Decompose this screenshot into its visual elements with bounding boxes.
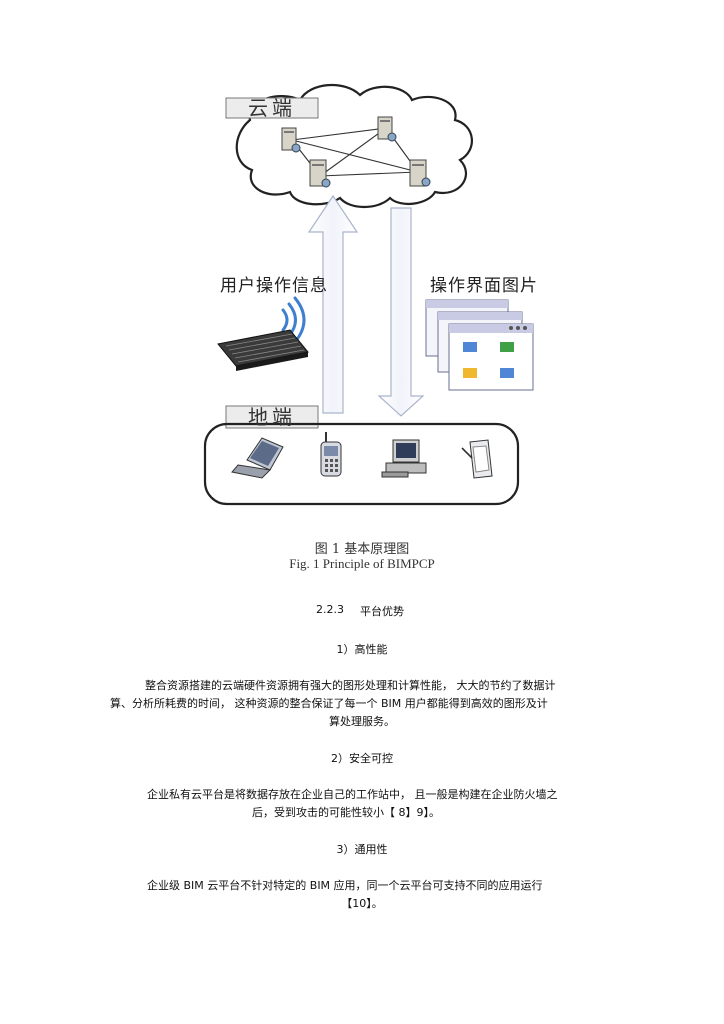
user-operation-info-label: 用户操作信息 bbox=[220, 276, 328, 296]
diagram-graphics bbox=[203, 83, 534, 506]
item-title: 1）高性能 bbox=[336, 643, 388, 656]
tablet-icon bbox=[461, 439, 493, 479]
item-title: 3）通用性 bbox=[336, 843, 388, 856]
section-title: 平台优势 bbox=[360, 605, 404, 618]
desktop-computer-icon bbox=[381, 439, 427, 478]
server-icon bbox=[309, 159, 331, 188]
ground-container bbox=[203, 422, 520, 506]
cloud-label-box bbox=[225, 97, 319, 119]
figure-principle-diagram: 云端 地端 用户操作信息 操作界面图片 图 1 基本原理图 Fig. 1 Pri… bbox=[203, 83, 538, 571]
up-arrow bbox=[307, 194, 359, 414]
application-windows-icon bbox=[425, 299, 534, 391]
paragraph-line: 后，受到攻击的可能性较小【 8】9】。 bbox=[252, 806, 440, 819]
server-icon bbox=[409, 159, 431, 187]
item-title: 2）安全可控 bbox=[331, 752, 393, 765]
down-arrow bbox=[377, 207, 425, 417]
laptop-icon bbox=[231, 437, 284, 479]
keyboard-icon bbox=[217, 329, 309, 371]
server-icon bbox=[377, 116, 397, 142]
paragraph-line: 企业私有云平台是将数据存放在企业自己的工作站中， 且一般是构建在企业防火墙之 bbox=[147, 788, 558, 801]
paragraph-line: 算、分析所耗费的时间， 这种资源的整合保证了每一个 BIM 用户都能得到高效的图… bbox=[110, 697, 548, 710]
paragraph-line: 整合资源搭建的云端硬件资源拥有强大的图形处理和计算性能， 大大的节约了数据计 bbox=[145, 679, 556, 692]
paragraph-line: 【10】。 bbox=[341, 897, 383, 910]
mobile-phone-icon bbox=[320, 432, 342, 477]
figure-caption-en: Fig. 1 Principle of BIMPCP bbox=[289, 556, 435, 571]
cloud-label: 云端 bbox=[248, 96, 296, 120]
ground-label-box bbox=[225, 405, 319, 429]
figure-caption-cn: 图 1 基本原理图 bbox=[314, 542, 410, 557]
paragraph-line: 企业级 BIM 云平台不针对特定的 BIM 应用，同一个云平台可支持不同的应用运… bbox=[147, 879, 543, 892]
section-number: 2.2.3 bbox=[316, 603, 344, 616]
interface-image-label: 操作界面图片 bbox=[430, 276, 538, 296]
server-icon bbox=[281, 127, 301, 153]
paragraph-line: 算处理服务。 bbox=[329, 715, 395, 728]
ground-label: 地端 bbox=[248, 405, 296, 429]
